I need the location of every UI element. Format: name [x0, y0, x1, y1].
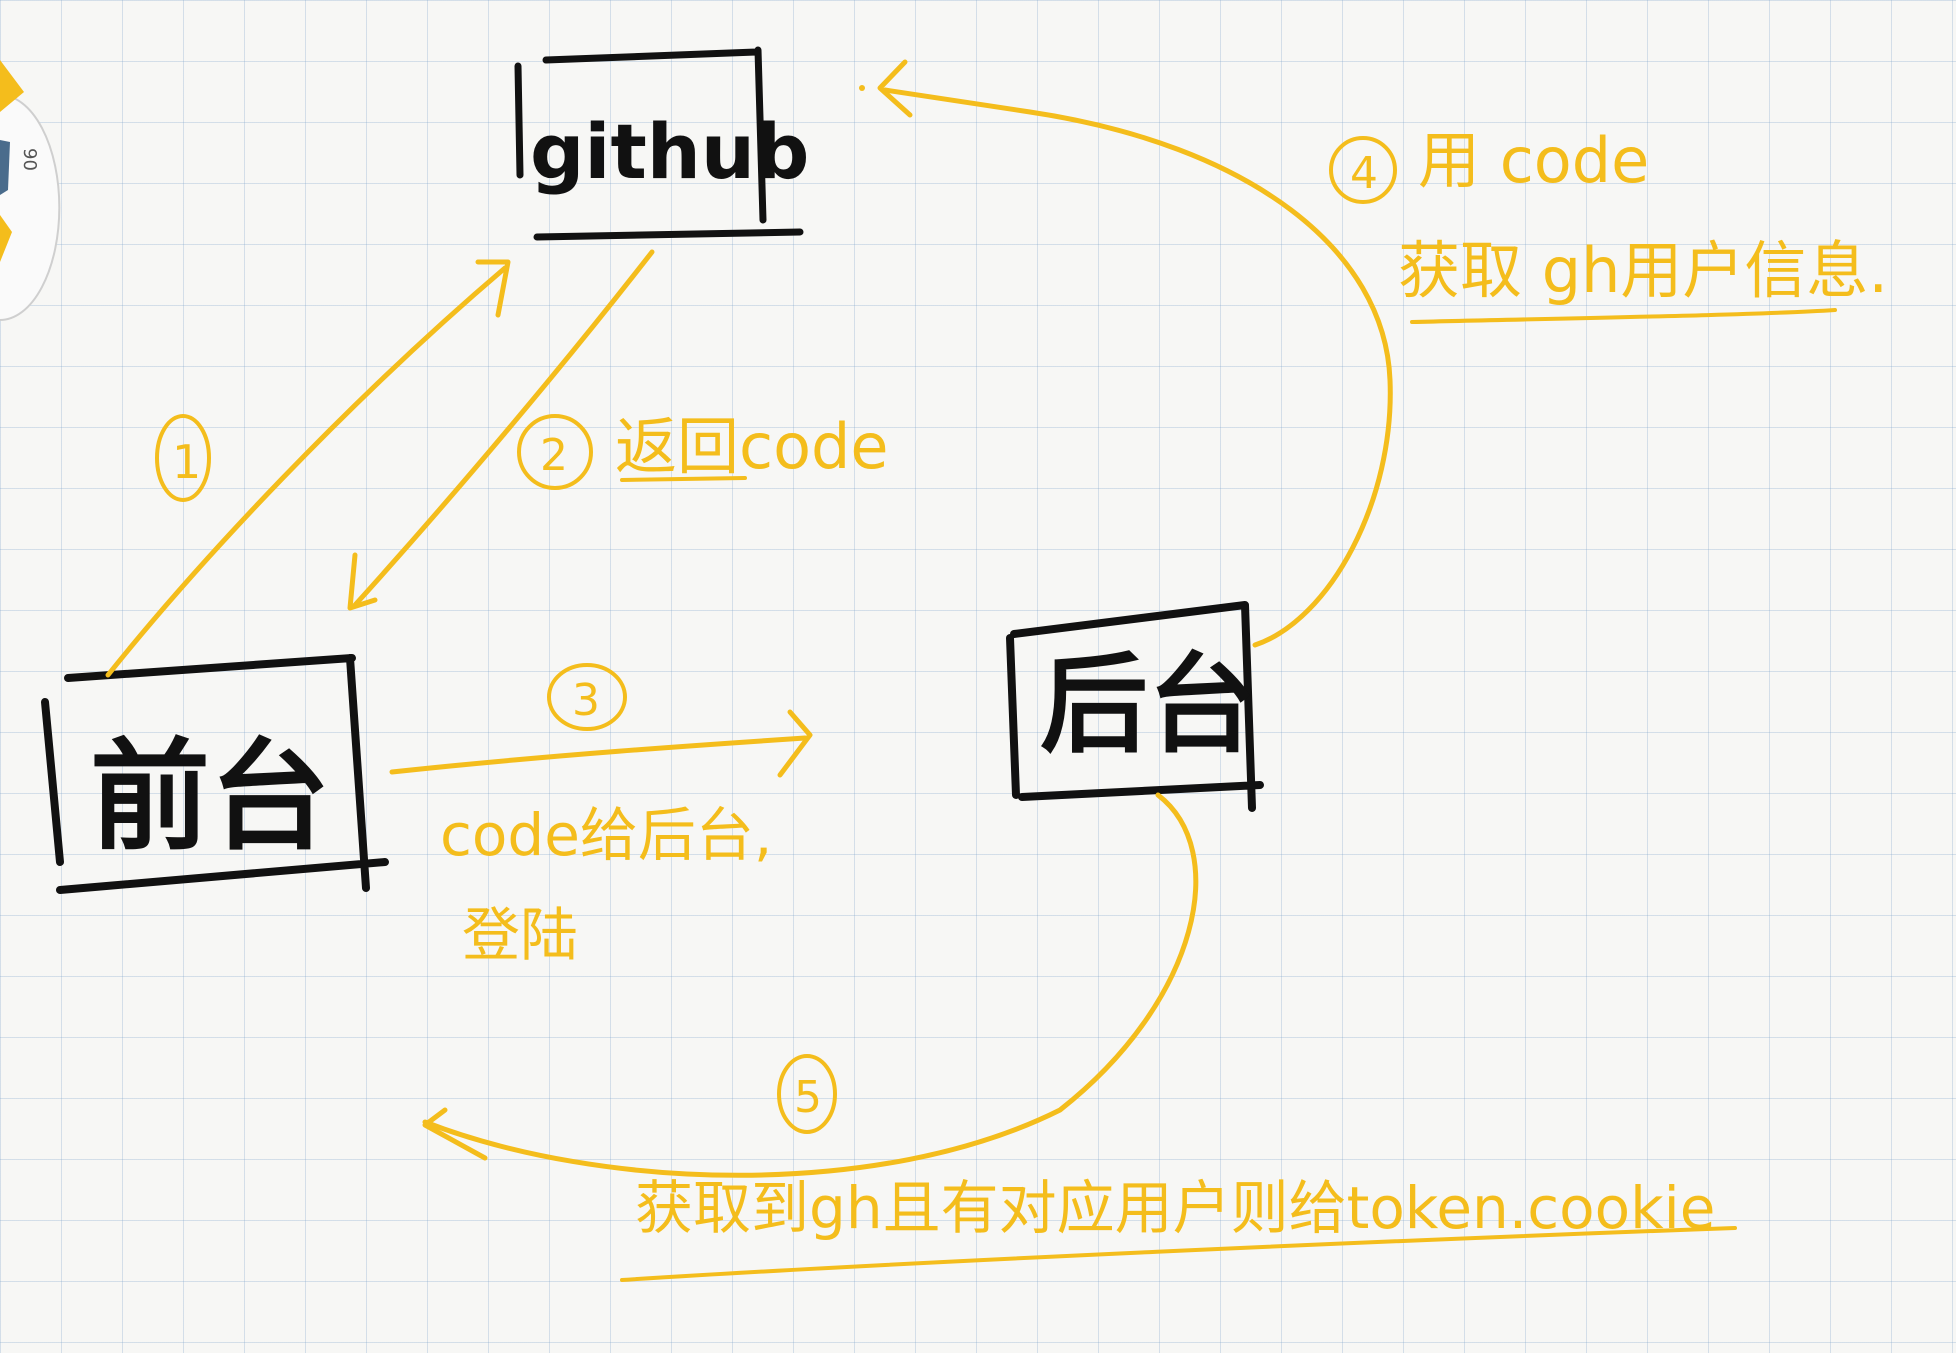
svg-text:4: 4 — [1350, 148, 1378, 199]
step2-underline — [620, 476, 747, 482]
step4-underline — [1410, 308, 1837, 324]
backend-node: 后台 — [1006, 601, 1264, 812]
svg-text:5: 5 — [794, 1072, 822, 1123]
github-node: github — [514, 46, 809, 241]
step5-label: 获取到gh且有对应用户则给token.cookie — [635, 1174, 1715, 1242]
svg-text:2: 2 — [540, 430, 568, 481]
step2-arrow — [347, 249, 655, 611]
step5-marker: 5 — [777, 1054, 837, 1134]
frontend-node: 前台 — [41, 654, 389, 894]
step4-marker: 4 — [1329, 136, 1397, 204]
step2-marker: 2 — [517, 414, 593, 490]
edge-dial-decoration: 90 — [0, 60, 61, 321]
step1-arrow — [105, 259, 511, 678]
step5-underline — [620, 1226, 1737, 1282]
github-node-label: github — [530, 107, 809, 196]
step4-arrow — [859, 59, 1393, 648]
frontend-node-label: 前台 — [90, 728, 330, 867]
step3-marker: 3 — [547, 663, 627, 731]
svg-text:3: 3 — [572, 675, 600, 726]
step4-label-line1: 用 code — [1418, 124, 1649, 197]
backend-node-label: 后台 — [1040, 643, 1256, 768]
step4-label-line2: 获取 gh用户信息. — [1398, 234, 1888, 307]
step3-arrow — [389, 709, 813, 778]
step3-label-line2: 登陆 — [462, 901, 578, 969]
svg-text:1: 1 — [172, 435, 201, 489]
step2-label: 返回code — [615, 410, 889, 483]
step1-marker: 1 — [155, 414, 211, 502]
edge-dial-label: 90 — [19, 148, 40, 171]
step3-label-line1: code给后台, — [440, 801, 772, 869]
step5-arrow — [422, 792, 1199, 1178]
